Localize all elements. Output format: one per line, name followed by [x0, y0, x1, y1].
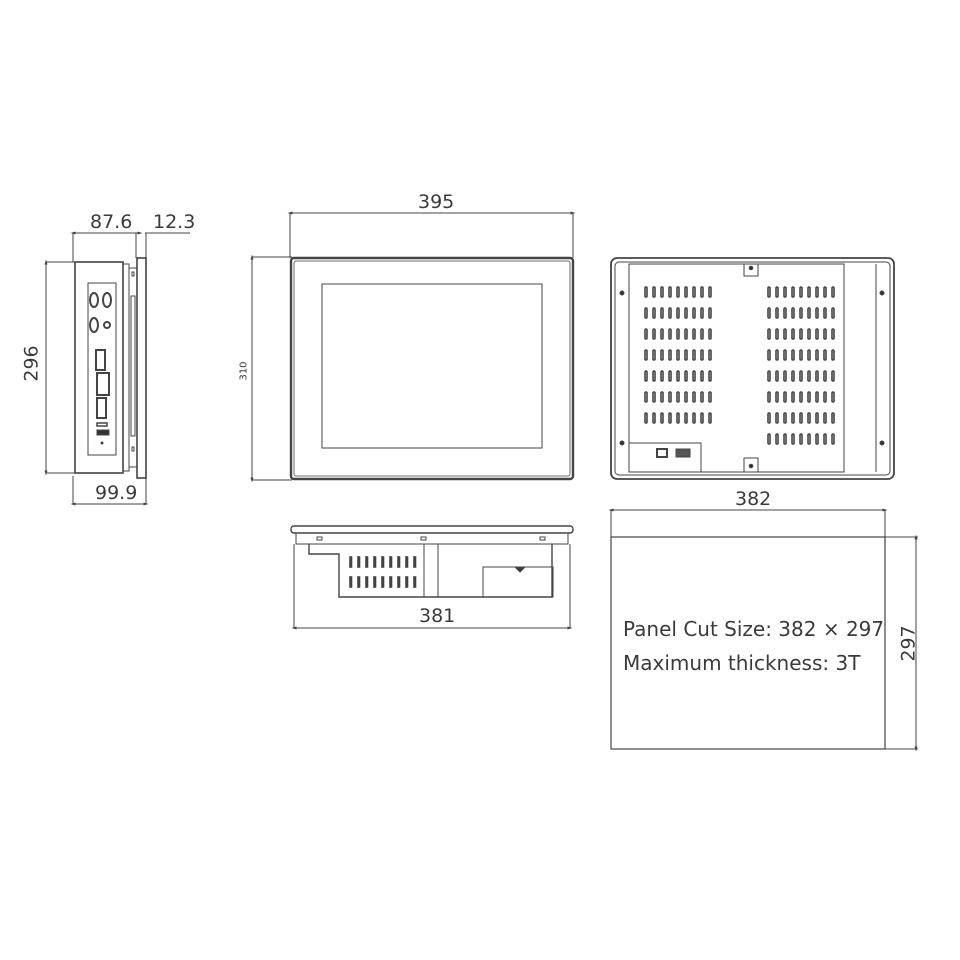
bottom-width-label: 381 [419, 605, 456, 627]
panel-cut-width-label: 382 [735, 488, 772, 510]
side-depth-bezel-label: 12.3 [153, 211, 196, 233]
panel-cut-height-label: 297 [897, 625, 920, 662]
side-total-depth-label: 99.9 [95, 482, 138, 504]
side-height-label: 296 [20, 345, 43, 382]
bottom-view [290, 525, 574, 630]
side-depth-body-label: 87.6 [90, 211, 133, 233]
vent-slots-right [767, 286, 835, 445]
max-thickness-note: Maximum thickness: 3T [623, 651, 861, 675]
front-width-label: 395 [418, 191, 455, 213]
front-height-label: 310 [238, 361, 250, 381]
panel-cut-size-note: Panel Cut Size: 382 × 297 [623, 617, 885, 641]
front-view [250, 211, 576, 483]
side-view [44, 231, 190, 506]
panel-cut-view [608, 508, 918, 752]
rear-view [610, 257, 895, 480]
vent-slots-left [644, 286, 712, 424]
